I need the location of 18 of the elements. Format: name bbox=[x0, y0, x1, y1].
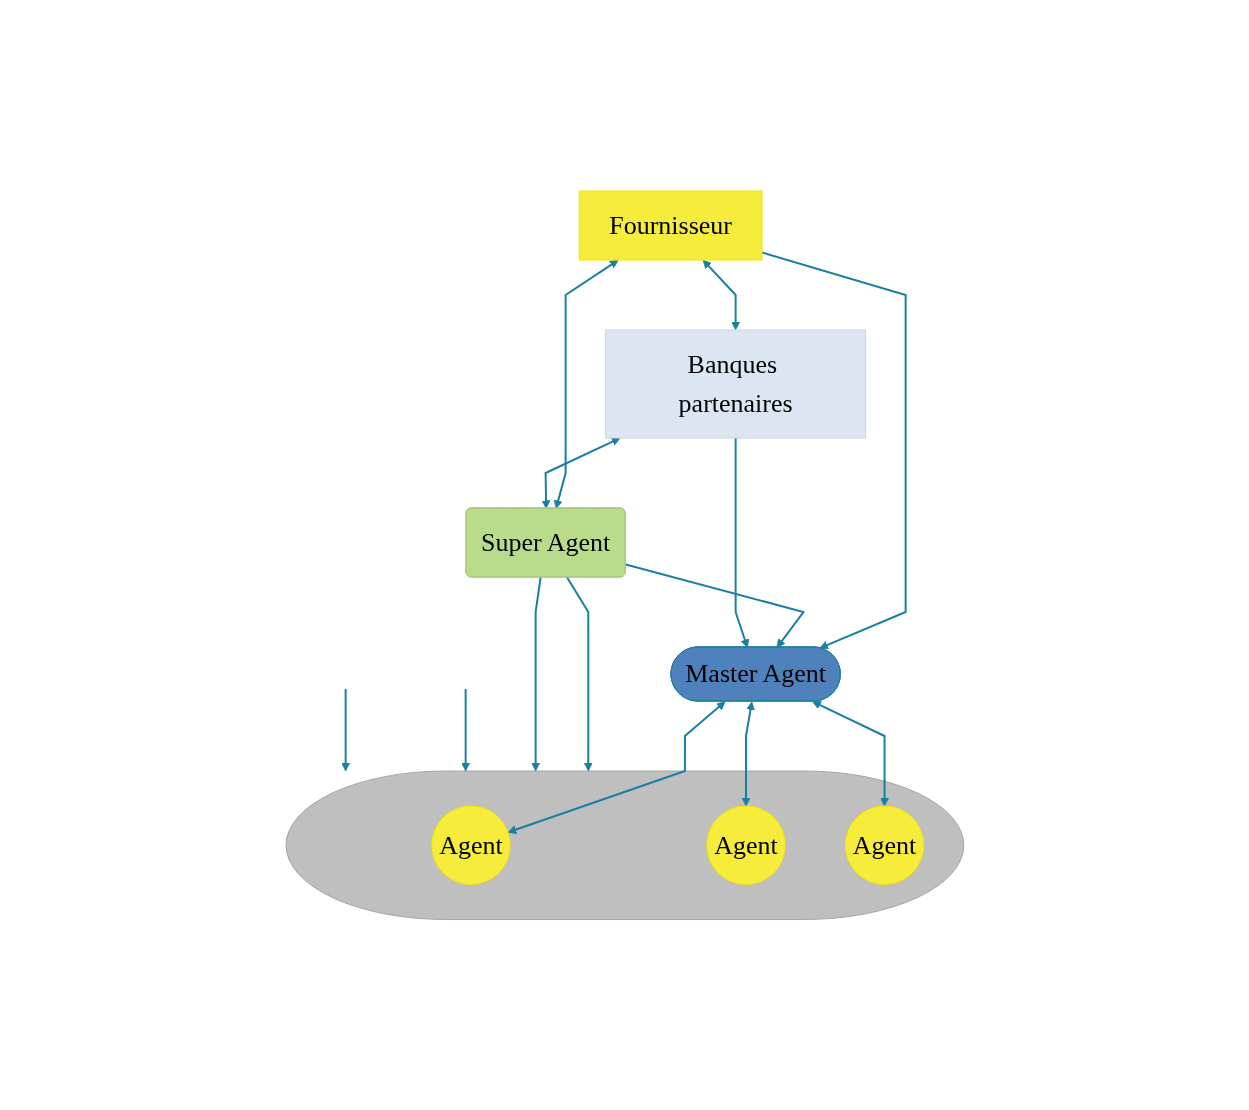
arrow bbox=[811, 700, 889, 807]
arrow bbox=[760, 251, 907, 649]
arrow bbox=[702, 259, 740, 331]
node-circle: Agent bbox=[430, 805, 511, 885]
arrow bbox=[340, 687, 350, 772]
arrow bbox=[507, 701, 725, 834]
arrow bbox=[530, 575, 542, 772]
arrow bbox=[541, 437, 620, 509]
arrow bbox=[553, 259, 619, 509]
node-box: Fournisseur bbox=[578, 190, 763, 261]
arrow bbox=[624, 563, 805, 648]
arrow bbox=[741, 701, 755, 807]
node-box: Banques partenaires bbox=[604, 329, 866, 439]
arrow bbox=[460, 687, 470, 772]
node-circle: Agent bbox=[844, 805, 924, 885]
arrow bbox=[565, 575, 593, 772]
node-circle: Agent bbox=[705, 805, 786, 885]
arrow bbox=[734, 436, 749, 648]
